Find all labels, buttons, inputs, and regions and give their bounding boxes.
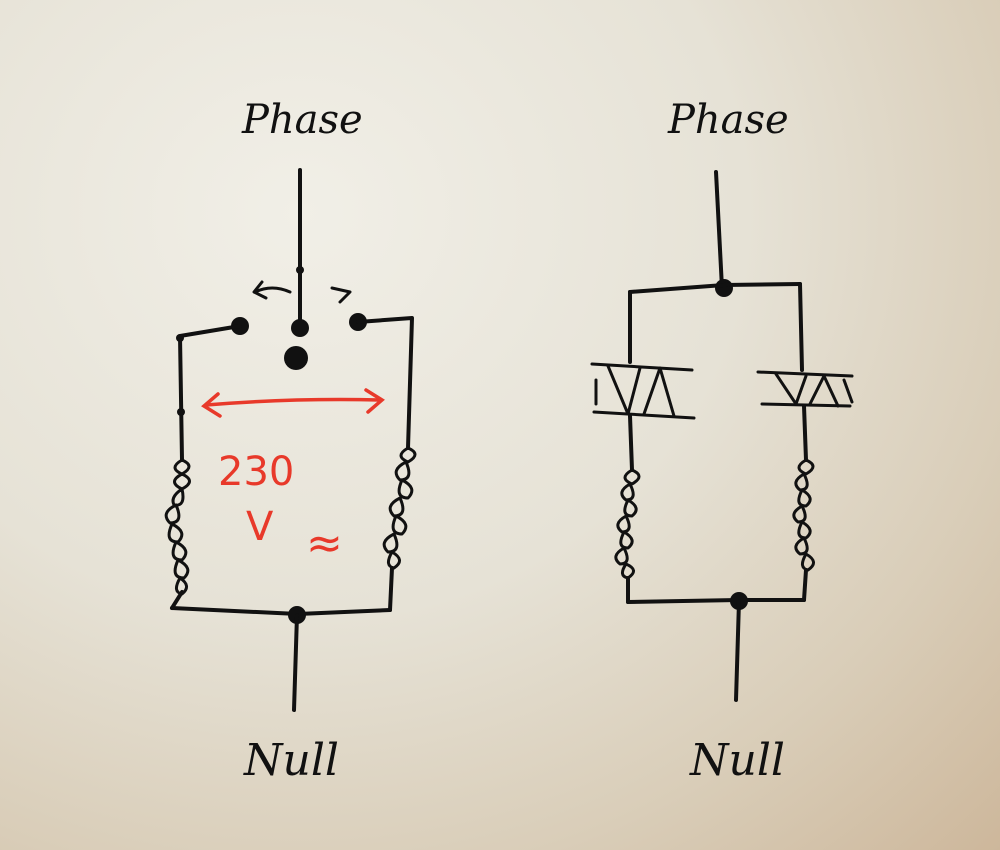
triac-top-bar	[756, 370, 854, 378]
switch-common-contact	[291, 319, 309, 337]
right-coil-lead-right-circuit	[802, 568, 808, 602]
right-null-wire	[734, 599, 741, 702]
left-branch-upper-wire	[178, 324, 242, 462]
coil-icon	[792, 458, 815, 572]
right-phase-label: Phase	[667, 97, 789, 143]
voltage-value: 230	[218, 449, 294, 495]
voltage-arrow-head-left	[201, 392, 222, 418]
right-triac-upper-lead	[798, 282, 804, 372]
triac-diode-up	[642, 366, 676, 418]
ac-symbol: ≈	[306, 518, 343, 569]
left-phase-label: Phase	[241, 97, 363, 143]
triac-gate	[842, 378, 854, 404]
junction-dot	[715, 279, 733, 297]
switch-arrow-left	[253, 286, 292, 294]
coil-icon	[382, 446, 417, 570]
left-circuit: Phase Null	[164, 97, 417, 786]
triac-diode-down	[774, 372, 808, 406]
left-bottom-bus	[170, 606, 392, 616]
left-null-label: Null	[243, 735, 339, 786]
voltage-arrow-head-right	[364, 388, 385, 414]
right-branch-upper-wire	[356, 316, 414, 450]
left-branch-tick-2	[177, 408, 185, 416]
coil-icon	[164, 458, 191, 596]
triac-bottom-bar	[760, 402, 852, 408]
left-branch-tick-1	[176, 334, 184, 342]
triac-icon	[756, 370, 854, 408]
left-null-wire	[292, 613, 299, 712]
triac-diode-up	[808, 374, 840, 408]
coil-icon	[614, 468, 641, 580]
right-bottom-bus	[626, 598, 806, 604]
left-phase-tick	[296, 266, 304, 274]
triac-diode-down	[606, 364, 642, 416]
voltage-arrow-line	[204, 397, 382, 407]
switch-arrow-left-head	[252, 280, 268, 300]
right-triac-lower-lead	[802, 404, 808, 462]
switch-pivot	[284, 346, 308, 370]
voltage-unit: V	[246, 504, 274, 550]
right-top-bus	[628, 282, 802, 294]
right-circuit: Phase Null	[590, 97, 854, 786]
right-coil-lead	[388, 566, 394, 612]
voltage-annotation: 230 V ≈	[201, 388, 385, 569]
right-null-label: Null	[689, 735, 785, 786]
triac-icon	[590, 362, 696, 420]
left-triac-lower-lead	[628, 414, 634, 472]
right-phase-wire	[714, 170, 724, 290]
left-coil-lead	[170, 590, 184, 610]
switch-arrow-right	[330, 286, 352, 304]
